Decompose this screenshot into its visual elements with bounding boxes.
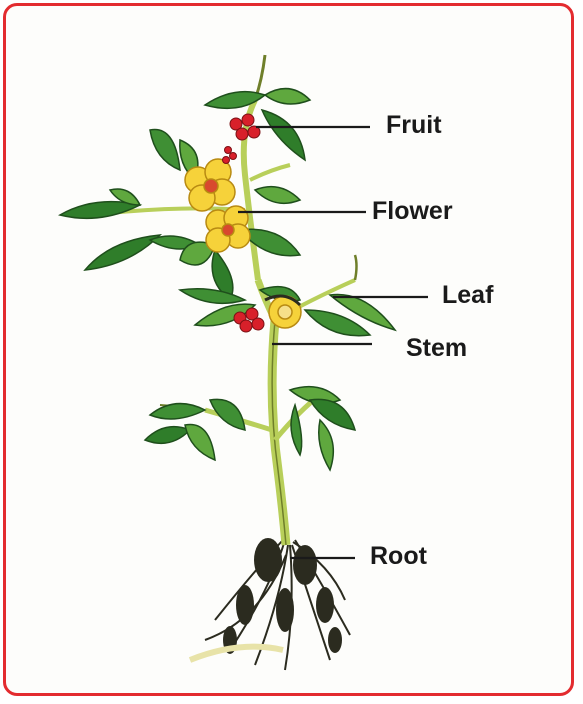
- leaf-label: Leaf: [442, 281, 493, 310]
- leaves: [60, 89, 395, 470]
- root-clumps: [223, 538, 342, 654]
- ground-shadow: [190, 647, 283, 660]
- fruit-label: Fruit: [386, 111, 442, 140]
- flower-label: Flower: [372, 197, 453, 226]
- stem-label: Stem: [406, 334, 467, 363]
- root-label: Root: [370, 542, 427, 571]
